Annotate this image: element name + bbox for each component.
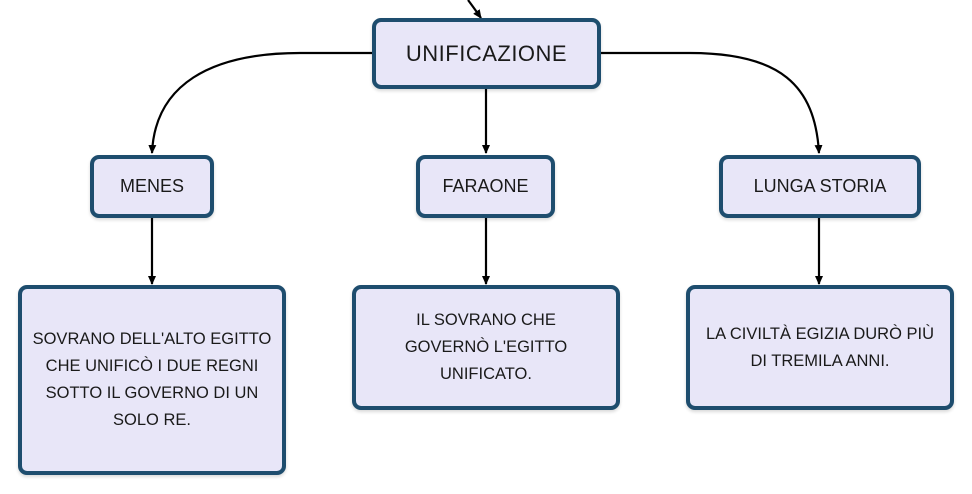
node-unificazione: UNIFICAZIONE: [372, 18, 601, 89]
node-menes-description: SOVRANO DELL'ALTO EGITTO CHE UNIFICÒ I D…: [18, 285, 286, 475]
node-lunga-storia-description: LA CIVILTÀ EGIZIA DURÒ PIÙ DI TREMILA AN…: [686, 285, 954, 410]
node-faraone: FARAONE: [416, 155, 555, 218]
edge-root-menes: [148, 51, 372, 154]
node-menes: MENES: [90, 155, 214, 218]
node-label: MENES: [119, 176, 184, 196]
description-text: SOVRANO DELL'ALTO EGITTO CHE UNIFICÒ I D…: [32, 330, 272, 429]
description-text: IL SOVRANO CHE GOVERNÒ L'EGITTO UNIFICAT…: [404, 311, 568, 383]
description-text: LA CIVILTÀ EGIZIA DURÒ PIÙ DI TREMILA AN…: [706, 324, 935, 370]
node-lunga-storia: LUNGA STORIA: [719, 155, 921, 218]
node-faraone-description: IL SOVRANO CHE GOVERNÒ L'EGITTO UNIFICAT…: [352, 285, 620, 410]
incoming-arrow: [467, 0, 482, 19]
node-label: UNIFICAZIONE: [405, 40, 568, 66]
node-label: FARAONE: [442, 176, 529, 196]
edge-root-lunga-storia: [600, 51, 823, 154]
node-label: LUNGA STORIA: [753, 176, 887, 196]
